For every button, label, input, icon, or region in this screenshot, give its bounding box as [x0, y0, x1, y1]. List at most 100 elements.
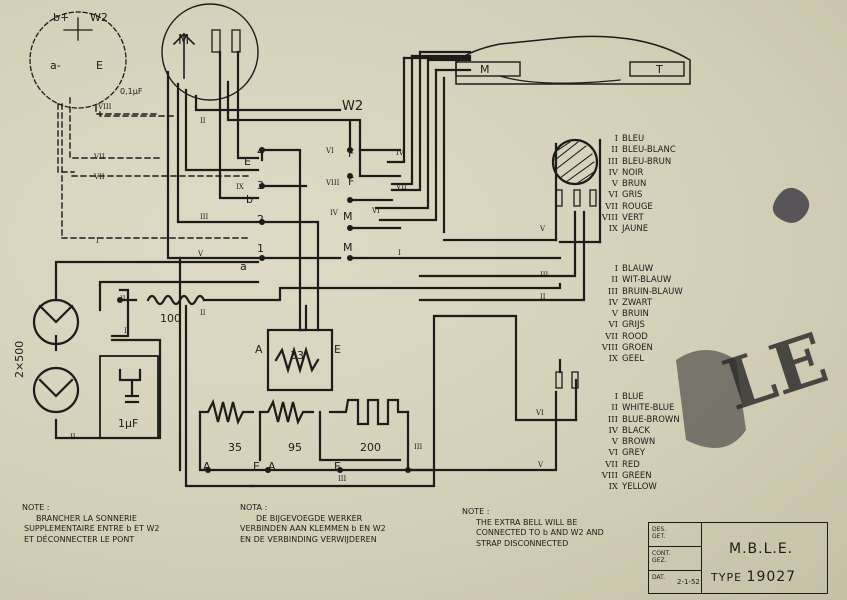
- terminal-b-label: b: [246, 193, 253, 206]
- legend-numeral: IV: [608, 425, 619, 436]
- legend-numeral: I: [614, 264, 618, 274]
- legend-color-name: JAUNE: [622, 224, 649, 235]
- legend-color-name: WIT-BLAUW: [622, 275, 672, 286]
- bell-w2-label: W2: [90, 11, 108, 24]
- legend-color-name: GRIS: [622, 190, 643, 201]
- wire-v-right: V: [540, 225, 546, 233]
- legend-numeral: V: [611, 179, 618, 190]
- wire-iv-2: IV: [330, 209, 338, 217]
- legend-numeral: VII: [605, 331, 618, 342]
- title-block-date-key: DAT.: [652, 574, 666, 581]
- wire-ix-1: IX: [236, 183, 244, 191]
- note-french: NOTE : BRANCHER LA SONNERIE SUPPLEMENTAI…: [22, 503, 159, 545]
- title-block: DES. GET. CONT. GEZ. DAT. 2-1-52 M.B.L.E…: [648, 522, 828, 594]
- legend-numeral: V: [611, 309, 618, 320]
- bells-label: 2×500: [13, 340, 26, 378]
- legend-color-name: RED: [622, 459, 640, 470]
- small-capacitor-label: 0,1μF: [120, 87, 143, 96]
- wire-vi-bottom: VI: [536, 409, 544, 417]
- legend-color-name: BLAUW: [622, 264, 654, 274]
- note-french-title: NOTE :: [22, 503, 50, 512]
- legend-numeral: VI: [608, 320, 619, 331]
- legend-numeral: VI: [608, 448, 619, 459]
- wire-ii-right: II: [540, 293, 546, 301]
- legend-color-name: VERT: [622, 213, 644, 224]
- legend-color-name: GROEN: [622, 343, 653, 354]
- a-33-label: A: [255, 343, 263, 356]
- legend-color-name: ZWART: [622, 297, 653, 308]
- contact-m1-label: M: [343, 210, 353, 223]
- legend-color-name: NOIR: [622, 167, 644, 178]
- legend-numeral: I: [614, 392, 618, 402]
- title-block-signatures: DES. GET. CONT. GEZ. DAT. 2-1-52: [649, 523, 702, 593]
- legend-numeral: VIII: [601, 213, 618, 224]
- legend-color-name: BLEU: [622, 134, 645, 144]
- wire-viii-2: VIII: [326, 179, 340, 187]
- note-english-line2: CONNECTED TO b AND W2 AND: [476, 528, 604, 537]
- legend-color-name: YELLOW: [622, 482, 657, 493]
- terminal-dots: [117, 147, 411, 473]
- legend-numeral: I: [614, 134, 618, 144]
- resistor-33-label: 33: [290, 349, 304, 362]
- note-french-line1: BRANCHER LA SONNERIE: [36, 513, 137, 523]
- wire-viii-top: VIII: [98, 103, 112, 111]
- wire-ii-1: II: [200, 117, 206, 125]
- terminal-w2-label: W2: [342, 99, 364, 114]
- legend-color-name: GRIJS: [622, 320, 645, 331]
- resistor-95-label: 95: [288, 441, 302, 454]
- legend-numeral: III: [607, 414, 618, 425]
- note-english-title: NOTE :: [462, 507, 490, 516]
- legend-color-name: WHITE-BLUE: [622, 403, 675, 414]
- note-dutch: NOTA : DE BIJGEVOEGDE WERKER VERBINDEN A…: [240, 503, 386, 545]
- note-dutch-line2: VERBINDEN AAN KLEMMEN b EN W2: [240, 524, 386, 533]
- wire-ii-left: II: [70, 433, 76, 441]
- type-label: TYPE: [711, 571, 743, 584]
- legend-color-name: BROWN: [622, 437, 656, 448]
- legend-row: VIII GROEN: [596, 343, 683, 354]
- e-bottom-mid-label: E: [253, 460, 260, 473]
- contact-f2-label: F: [348, 175, 355, 188]
- legend-color-name: ROUGE: [622, 201, 653, 212]
- relay-circle: [161, 3, 259, 101]
- legend-row: II WIT-BLAUW: [596, 275, 683, 286]
- wire-ii-mid: II: [120, 295, 126, 303]
- wire-v-bottom: V: [538, 461, 544, 469]
- legend-numeral: VII: [605, 201, 618, 212]
- type-designation: TYPE 19027: [711, 569, 796, 585]
- title-block-date-value: 2-1-52: [677, 578, 700, 586]
- legend-numeral: II: [611, 275, 618, 286]
- title-block-checked-key: CONT. GEZ.: [652, 550, 671, 564]
- bell-connector-circle: [29, 11, 127, 109]
- wire-v-1: V: [198, 250, 204, 258]
- a-bottom-mid-label: A: [268, 460, 276, 473]
- legend-numeral: IV: [608, 297, 619, 308]
- title-block-row-designed: DES. GET.: [649, 523, 701, 547]
- wire-vii-2: VII: [94, 173, 105, 181]
- legend-numeral: VI: [608, 190, 619, 201]
- wire-vii-mid: VII: [396, 183, 407, 191]
- bell-hatching: [554, 141, 595, 185]
- terminal-a-label: a: [240, 260, 247, 273]
- wire-iii-bottom: III: [338, 475, 347, 483]
- legend-numeral: VIII: [601, 343, 618, 354]
- wire-iv-1: IV: [396, 149, 404, 157]
- terminal-1-label: 1: [257, 242, 264, 255]
- wire-vi-right: VI: [372, 207, 380, 215]
- wire-iii-mid: III: [414, 443, 423, 451]
- legend-numeral: IX: [608, 354, 618, 365]
- note-dutch-line3: EN DE VERBINDING VERWIJDEREN: [240, 534, 377, 544]
